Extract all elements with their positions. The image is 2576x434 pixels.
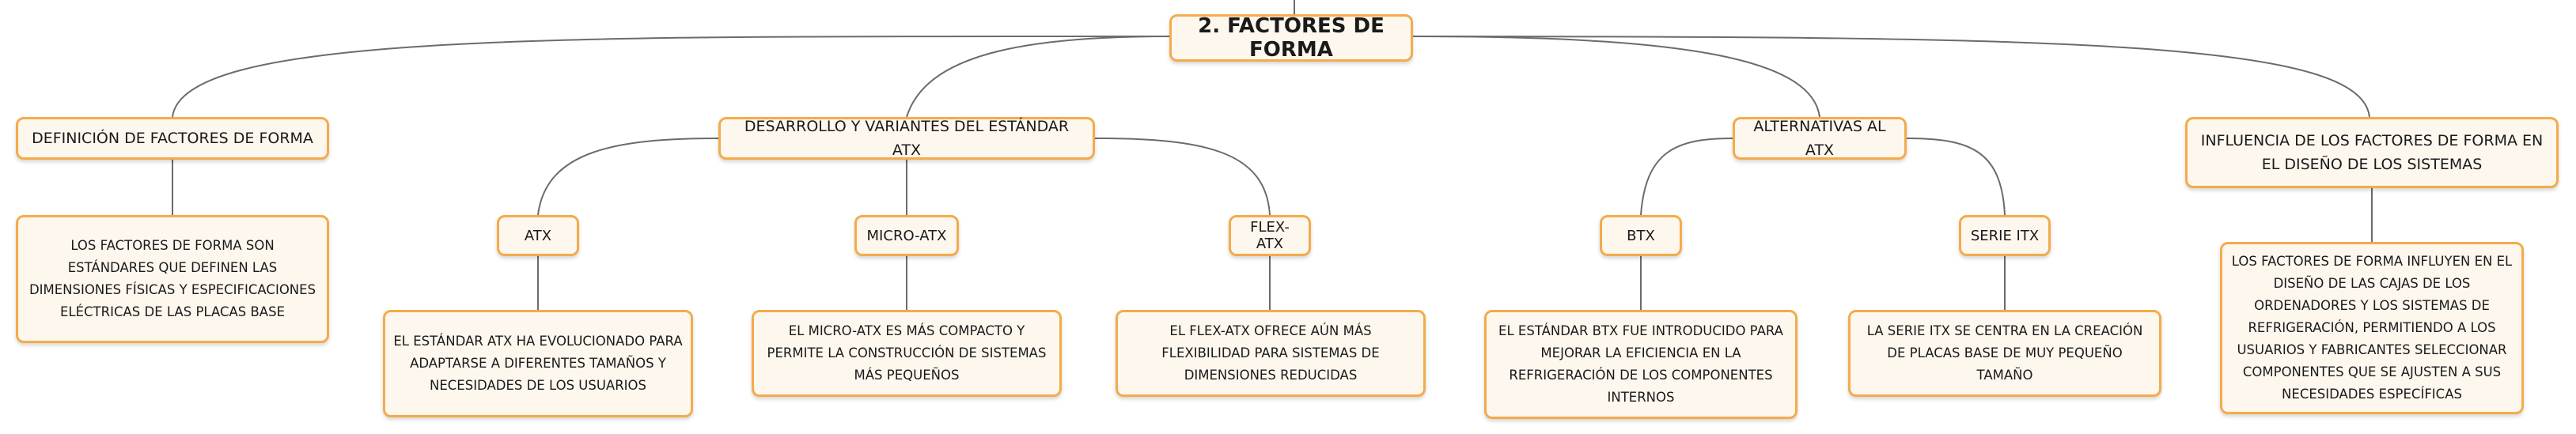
topic-definicion[interactable]: DEFINICIÓN DE FACTORES DE FORMA — [16, 117, 329, 160]
subtopic-flex-atx[interactable]: FLEX-ATX — [1229, 215, 1311, 256]
subtopic-micro-atx[interactable]: MICRO-ATX — [854, 215, 959, 256]
desc-flex-atx-text: EL FLEX-ATX OFRECE AÚN MÁS FLEXIBILIDAD … — [1161, 323, 1380, 383]
connector-root-influencia — [1412, 36, 2370, 118]
topic-desarrollo-atx[interactable]: DESARROLLO Y VARIANTES DEL ESTÁNDAR ATX — [718, 117, 1095, 160]
subtopic-atx-label: ATX — [524, 227, 552, 244]
root-label: 2. FACTORES DE FORMA — [1198, 14, 1385, 62]
connector-atx-atx — [537, 138, 719, 216]
root-node[interactable]: 2. FACTORES DE FORMA — [1169, 14, 1413, 62]
connector-root-definicion — [172, 35, 1170, 118]
desc-micro-atx-text: EL MICRO-ATX ES MÁS COMPACTO Y PERMITE L… — [767, 323, 1047, 383]
subtopic-flex-atx-label: FLEX-ATX — [1250, 219, 1290, 252]
subtopic-micro-atx-label: MICRO-ATX — [866, 227, 947, 244]
connector-root-alternativas — [1412, 36, 1820, 118]
connector-root-atx — [906, 36, 1170, 118]
connector-atx-flexatx — [1094, 138, 1271, 216]
subtopic-serie-itx-label: SERIE ITX — [1970, 227, 2040, 244]
topic-definicion-label: DEFINICIÓN DE FACTORES DE FORMA — [32, 130, 313, 147]
topic-alternativas[interactable]: ALTERNATIVAS AL ATX — [1733, 117, 1907, 160]
desc-btx-text: EL ESTÁNDAR BTX FUE INTRODUCIDO PARA MEJ… — [1498, 323, 1783, 405]
desc-definicion-text: LOS FACTORES DE FORMA SON ESTÁNDARES QUE… — [28, 238, 316, 319]
desc-definicion[interactable]: LOS FACTORES DE FORMA SON ESTÁNDARES QUE… — [16, 215, 329, 343]
subtopic-serie-itx[interactable]: SERIE ITX — [1959, 215, 2051, 256]
subtopic-btx-label: BTX — [1627, 227, 1655, 244]
topic-influencia[interactable]: INFLUENCIA DE LOS FACTORES DE FORMA EN E… — [2185, 117, 2559, 188]
desc-flex-atx[interactable]: EL FLEX-ATX OFRECE AÚN MÁS FLEXIBILIDAD … — [1116, 310, 1426, 397]
topic-desarrollo-atx-label: DESARROLLO Y VARIANTES DEL ESTÁNDAR ATX — [744, 118, 1070, 159]
subtopic-btx[interactable]: BTX — [1600, 215, 1682, 256]
desc-btx[interactable]: EL ESTÁNDAR BTX FUE INTRODUCIDO PARA MEJ… — [1484, 310, 1798, 419]
desc-atx-text: EL ESTÁNDAR ATX HA EVOLUCIONADO PARA ADA… — [393, 334, 683, 393]
connector-alt-btx — [1640, 138, 1733, 216]
topic-influencia-label: INFLUENCIA DE LOS FACTORES DE FORMA EN E… — [2200, 132, 2544, 173]
topic-alternativas-label: ALTERNATIVAS AL ATX — [1753, 118, 1886, 159]
desc-serie-itx-text: LA SERIE ITX SE CENTRA EN LA CREACIÓN DE… — [1866, 323, 2143, 383]
desc-influencia-text: LOS FACTORES DE FORMA INFLUYEN EN EL DIS… — [2231, 254, 2513, 402]
desc-atx[interactable]: EL ESTÁNDAR ATX HA EVOLUCIONADO PARA ADA… — [383, 310, 693, 417]
desc-serie-itx[interactable]: LA SERIE ITX SE CENTRA EN LA CREACIÓN DE… — [1848, 310, 2161, 397]
desc-influencia[interactable]: LOS FACTORES DE FORMA INFLUYEN EN EL DIS… — [2220, 242, 2524, 414]
desc-micro-atx[interactable]: EL MICRO-ATX ES MÁS COMPACTO Y PERMITE L… — [752, 310, 1062, 397]
subtopic-atx[interactable]: ATX — [497, 215, 579, 256]
connector-alt-itx — [1906, 138, 2006, 216]
